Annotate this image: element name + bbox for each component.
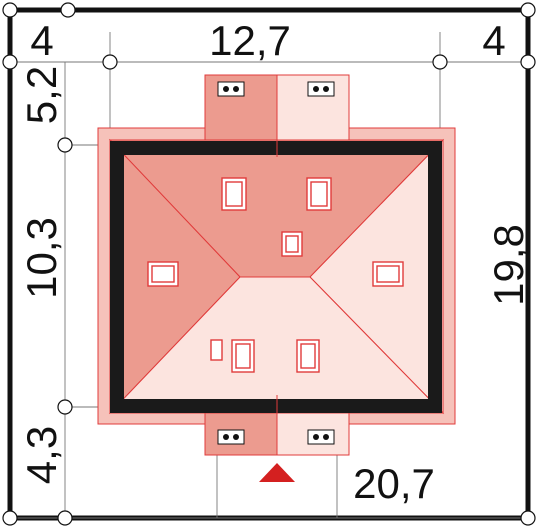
dim-right-setback: 4 <box>482 17 505 64</box>
entrance-arrow-icon <box>259 463 295 482</box>
chimney-vent-icon <box>217 81 245 97</box>
chimney-vent-icon <box>217 429 245 445</box>
dim-top-setback: 5,2 <box>18 66 65 124</box>
dim-bottom-setback: 4,3 <box>18 426 65 484</box>
chimney-vent-icon <box>307 429 335 445</box>
dim-left-setback: 4 <box>30 17 53 64</box>
chimney-vent-icon <box>307 81 335 97</box>
house-wall-outline <box>110 141 442 413</box>
dim-house-depth: 10,3 <box>18 217 65 299</box>
survey-points <box>2 2 536 526</box>
dim-house-width: 12,7 <box>209 17 291 64</box>
dim-plot-depth: 19,8 <box>485 224 532 306</box>
dim-plot-width: 20,7 <box>353 460 435 507</box>
roof-window-icon <box>147 177 404 373</box>
